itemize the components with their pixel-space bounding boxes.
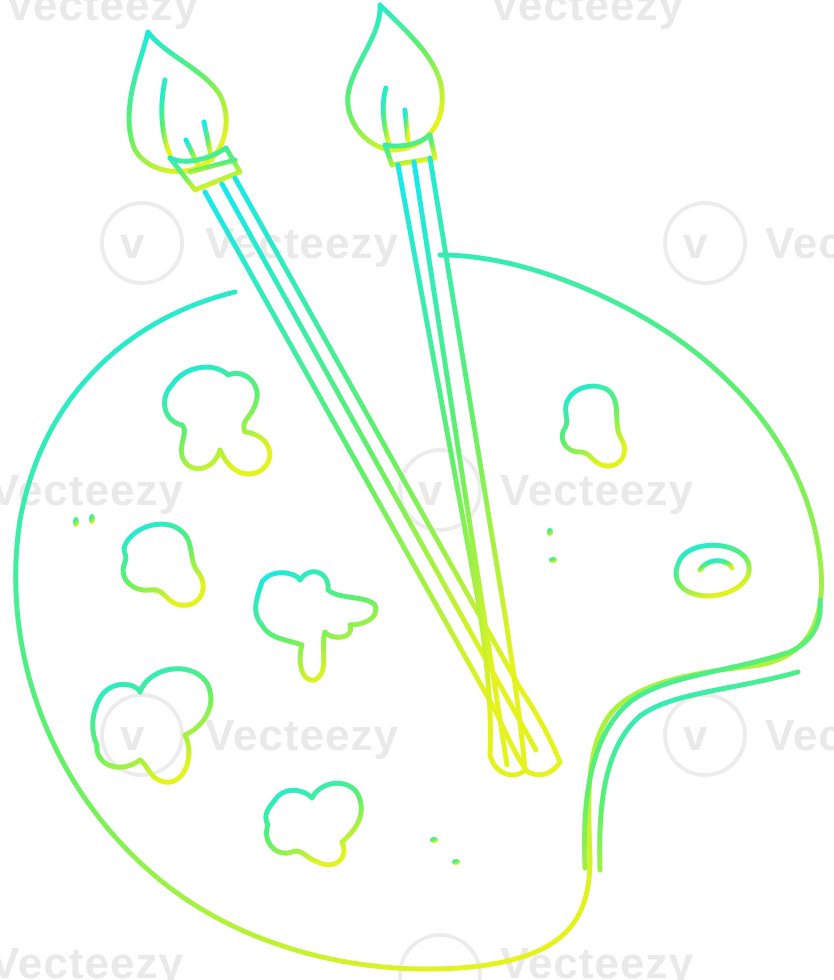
watermark-top: Vecteezy Vecteezy [5,0,684,30]
watermark-logo-glyph: v [683,219,708,268]
watermark-logo-glyph: v [120,711,145,760]
watermark-row-3: v Vecteezy v Vecteezy [100,693,834,777]
brush-bristles [345,2,445,153]
watermark-logo-glyph: v [683,711,708,760]
brush-ferrule-band [187,157,238,175]
watermark-logo-icon [663,201,747,285]
thumb-hole [673,542,752,599]
watermark-logo-icon [398,448,482,532]
palette-inner-edge-2 [597,669,801,873]
paint-blob [263,780,364,868]
paint-blobs [73,364,627,868]
brush-ferrule [382,132,438,168]
brush-bristle-line [380,85,393,151]
brush-bristle-line [159,77,173,158]
paint-blob [120,521,206,608]
paint-speck [452,859,460,865]
paint-blob [559,383,627,469]
watermark-logo-icon [663,693,747,777]
watermark-logo-glyph: v [120,219,145,268]
watermark-logo-icon [100,693,184,777]
watermark-text: Vecteezy [205,711,399,760]
watermark-bottom: Vecteezy Vecteezy [0,933,694,980]
thumb-hole-inner [697,558,735,573]
paint-speck [549,557,557,563]
watermark-row-2: Vecteezy v Vecteezy [0,448,694,532]
watermark-text: Vecteezy [500,939,694,980]
paintbrush-left [126,29,563,778]
watermark-logo-glyph: v [418,466,443,515]
paint-blob [90,666,214,785]
paint-blob [253,569,379,683]
brush-handle-line [411,159,510,768]
palette-inner-edge [581,597,823,871]
paint-blob [162,364,273,477]
watermark-text: Vecteezy [0,939,184,980]
watermark-logo-icon [398,933,482,980]
watermark-text: Vecteezy [500,466,694,515]
paint-speck [547,528,553,536]
paint-speck [89,514,95,524]
brush-bristle-line [402,107,411,143]
palette-board [13,252,824,972]
watermark-text: Vecteezy [765,711,834,760]
watermark-text: Vecteezy [765,219,834,268]
watermark-text: Vecteezy [205,219,399,268]
watermark-text: Vecteezy [5,0,199,30]
watermark-row-1: v Vecteezy v Vecteezy [100,201,834,285]
brush-handle [395,155,528,778]
paint-speck [73,517,79,527]
brush-handle [202,175,563,778]
watermark-logo-icon [100,201,184,285]
palette-outline [13,252,824,972]
brush-ferrule [167,145,243,193]
paintbrush-right [345,2,528,778]
paint-speck [430,837,438,843]
watermark-text: Vecteezy [490,0,684,30]
